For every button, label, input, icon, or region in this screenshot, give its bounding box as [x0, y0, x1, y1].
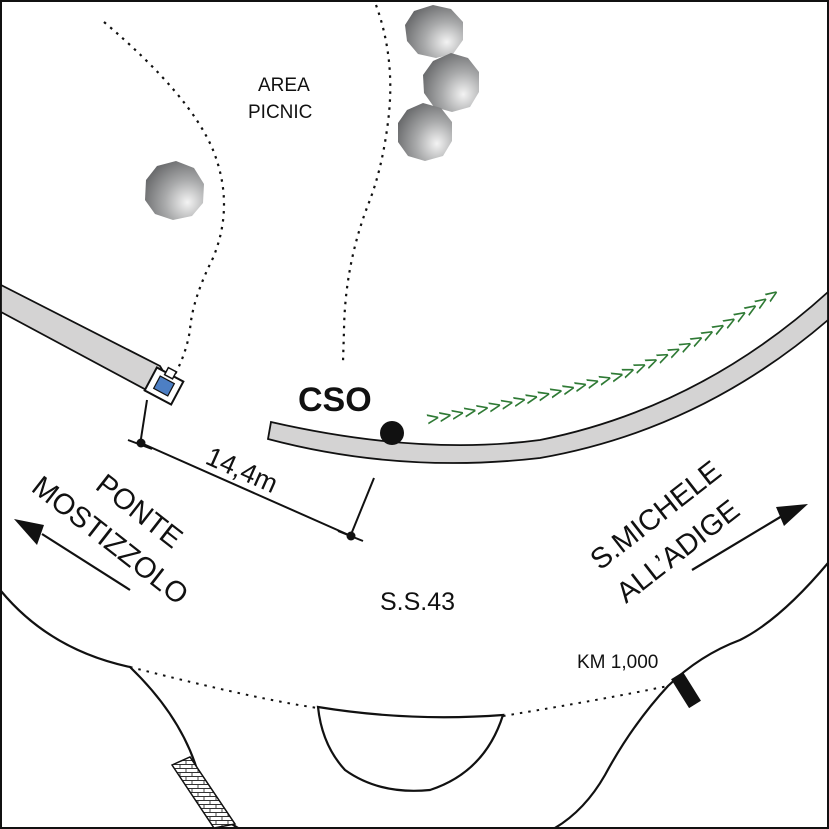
footpath-east [341, 4, 392, 363]
boulder-icon [405, 5, 463, 58]
cso-label: CSO [298, 381, 372, 419]
cso-point-icon [380, 421, 404, 445]
km-marker-icon [671, 671, 701, 709]
road-edge-band [266, 289, 829, 464]
arrow-left-icon [14, 519, 131, 591]
boulder-icon [423, 53, 479, 112]
boulder-icon [398, 103, 452, 161]
boulder-icon [145, 161, 204, 220]
road-niche [316, 705, 505, 792]
wall-icon [170, 756, 237, 829]
road-name-label: S.S.43 [380, 588, 455, 616]
area-label-line2: PICNIC [248, 102, 312, 123]
dimension-point [136, 438, 146, 448]
area-label-line1: AREA [258, 75, 310, 96]
station-marker-icon [143, 366, 185, 406]
footpath-west [103, 21, 226, 379]
km-label: KM 1,000 [577, 652, 658, 673]
arrow-right-icon [691, 504, 808, 571]
dimension-point [346, 531, 356, 541]
road-south-boundary [554, 562, 829, 829]
